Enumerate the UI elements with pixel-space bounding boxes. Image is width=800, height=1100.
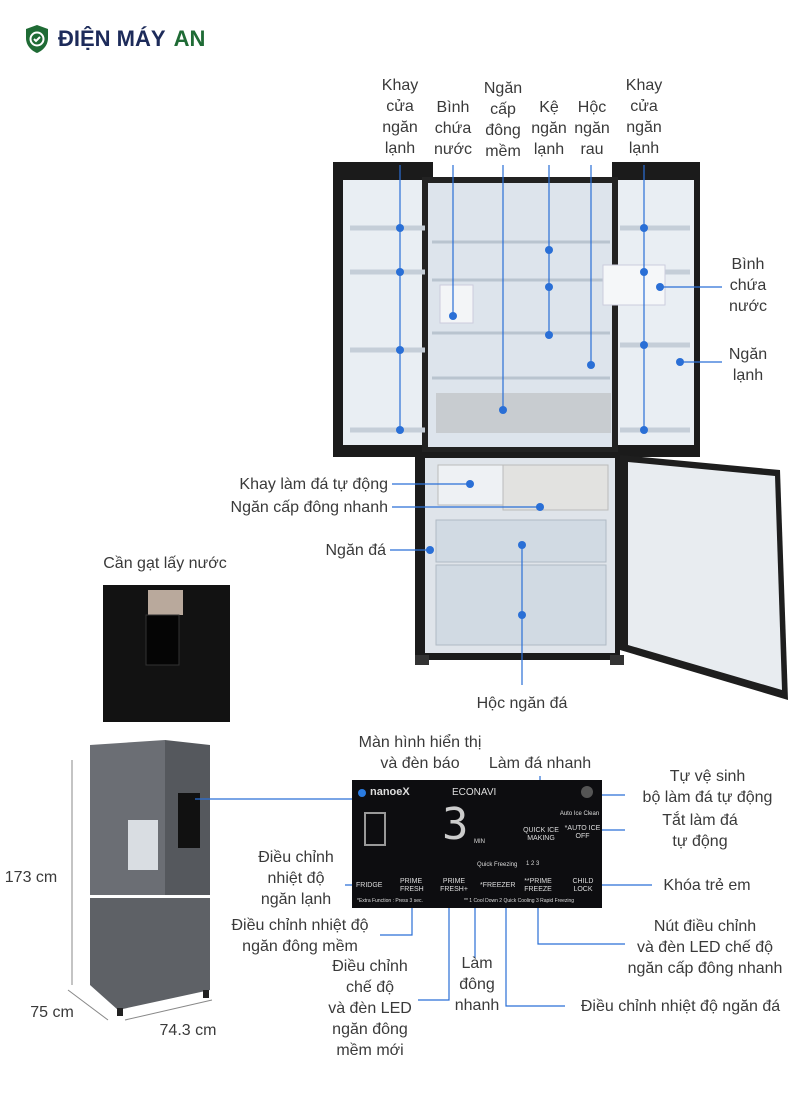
label-prime-fresh-plus: Điều chỉnh chế độ và đèn LED ngăn đông m… — [328, 958, 412, 1059]
econavi-logo: ECONAVI — [452, 787, 497, 798]
prime-freeze-levels: 1 2 3 — [526, 861, 540, 867]
label-auto-ice-off: Tắt làm đá tự động — [662, 812, 738, 850]
label-prime-freeze: Nút điều chỉnh và đèn LED chế độ ngăn cấ… — [627, 918, 783, 977]
dimension-height: 173 cm — [4, 869, 58, 886]
brand-name-accent: AN — [173, 26, 206, 51]
nanoe-logo: nanoeX — [370, 786, 410, 798]
label-soft-freeze: Ngăn cấp đông mềm — [483, 80, 523, 160]
timer-digit: 3 — [442, 799, 469, 850]
panel-note-modes: ** 1 Cool Down 2 Quick Cooling 3 Rapid F… — [464, 898, 575, 904]
auto-ice-clean-label: Auto Ice Clean — [559, 811, 600, 817]
brand-name: ĐIỆN MÁY — [58, 26, 166, 51]
label-auto-ice: Khay làm đá tự động — [239, 476, 388, 493]
panel-note-extra: *Extra Function : Press 3 sec. — [357, 898, 423, 904]
dimension-depth: 75 cm — [30, 1004, 74, 1021]
fridge-icon — [364, 812, 386, 846]
label-shelf: Kệ ngăn lạnh — [531, 99, 567, 158]
label-dispenser-lever: Cần gạt lấy nước — [103, 555, 227, 572]
label-freezer-temp: Điều chỉnh nhiệt độ ngăn đá — [580, 998, 781, 1015]
label-door-tray-right: Khay cửa ngăn lạnh — [625, 77, 663, 157]
quick-freezing-label: Quick Freezing — [477, 862, 518, 868]
label-self-clean: Tự vệ sinh bộ làm đá tự động — [642, 768, 773, 806]
label-water-tank-right: Bình chứa nước — [728, 256, 768, 315]
label-quick-freeze: Ngăn cấp đông nhanh — [230, 499, 388, 516]
timer-unit: MIN — [474, 839, 485, 845]
label-display: Màn hình hiển thị và đèn báo — [358, 734, 482, 772]
fridge-button[interactable]: FRIDGE — [356, 882, 383, 889]
brand-logo: ĐIỆN MÁY AN — [24, 24, 205, 54]
label-fridge-compartment: Ngăn lạnh — [728, 346, 768, 384]
freezer-button[interactable]: *FREEZER — [480, 882, 516, 889]
label-door-tray-left: Khay cửa ngăn lạnh — [381, 77, 419, 157]
prime-fresh-plus-button[interactable]: PRIME FRESH+ — [440, 878, 468, 893]
shield-check-icon — [26, 25, 48, 53]
dimension-width: 74.3 cm — [159, 1022, 217, 1039]
label-prime-fresh: Điều chỉnh nhiệt độ ngăn đông mềm — [231, 917, 369, 955]
label-freezer-drawer: Hộc ngăn đá — [476, 695, 568, 712]
label-crisper: Hộc ngăn rau — [574, 99, 610, 158]
control-panel: nanoeX ECONAVI 3 MIN Auto Ice Clean QUIC… — [352, 780, 602, 908]
auto-ice-off-button[interactable]: *AUTO ICE OFF — [564, 825, 601, 840]
label-quick-freezing: Làm đông nhanh — [454, 955, 500, 1014]
label-child-lock: Khóa trẻ em — [663, 877, 751, 894]
label-freezer: Ngăn đá — [325, 542, 387, 559]
child-lock-button[interactable]: CHILD LOCK — [572, 878, 594, 893]
nanoe-indicator-icon — [358, 789, 366, 797]
label-fridge-temp: Điều chỉnh nhiệt độ ngăn lạnh — [258, 849, 334, 908]
quick-ice-button[interactable]: QUICK ICE MAKING — [523, 827, 559, 842]
label-water-tank: Bình chứa nước — [433, 99, 473, 158]
prime-freeze-button[interactable]: **PRIME FREEZE — [524, 878, 552, 893]
prime-fresh-button[interactable]: PRIME FRESH — [400, 878, 424, 893]
label-quick-ice: Làm đá nhanh — [488, 755, 592, 772]
auto-ice-clean-button[interactable] — [581, 786, 593, 798]
